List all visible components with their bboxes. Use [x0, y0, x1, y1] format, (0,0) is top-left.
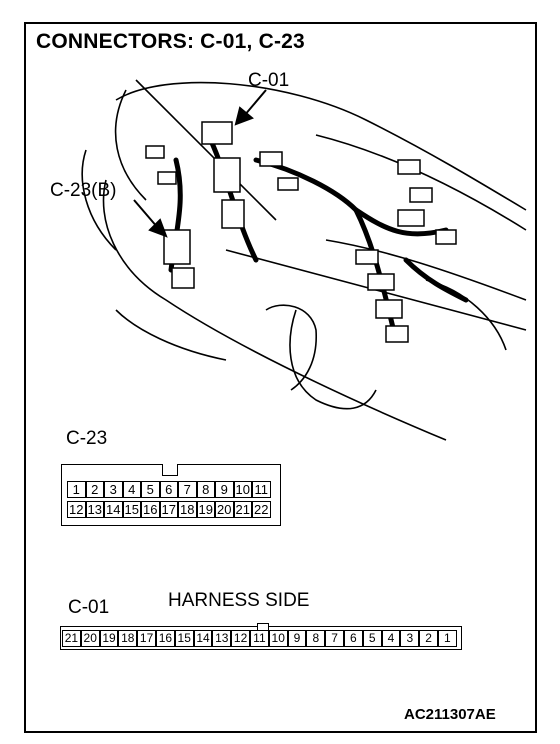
- c01-pin: 21: [62, 630, 81, 647]
- c23-pin: 10: [233, 481, 252, 498]
- dashboard-outline: [115, 81, 527, 211]
- c01-pin: 19: [99, 630, 119, 647]
- c01-pin: 12: [231, 630, 250, 647]
- harness-illustration: [81, 79, 527, 441]
- harness-branch-far-right: [403, 257, 469, 303]
- c01-pin: 7: [325, 630, 344, 647]
- c23-pin: 18: [178, 501, 197, 518]
- diagram-frame: [24, 22, 537, 733]
- c23-pin: 6: [159, 481, 178, 498]
- c01-label: C-01: [68, 597, 110, 618]
- c23-pin: 20: [215, 501, 234, 518]
- callout-c01: C-01: [248, 70, 290, 91]
- diagonal-line: [135, 79, 277, 221]
- c01-pin: 4: [381, 630, 401, 647]
- c01-pin: 10: [268, 630, 288, 647]
- dash-right-lower: [325, 239, 527, 301]
- steering-arc: [114, 89, 147, 201]
- c01-pin: 2: [419, 630, 438, 647]
- lower-sweep: [115, 309, 227, 361]
- c23-pin: 15: [122, 501, 141, 518]
- c23-pin: 1: [67, 481, 86, 498]
- c23-pin: 11: [252, 481, 271, 498]
- c23-pin: 21: [233, 501, 252, 518]
- callout-c23b: C-23(B): [50, 180, 117, 201]
- shifter: [265, 304, 317, 391]
- c01-pin: 8: [306, 630, 326, 647]
- c23-pin: 5: [141, 481, 160, 498]
- c23-pin: 17: [159, 501, 178, 518]
- center-console: [289, 309, 377, 410]
- c01-pin: 3: [400, 630, 420, 647]
- c23-latch: [162, 464, 178, 476]
- c23-pin: 19: [196, 501, 215, 518]
- c01-pin: 15: [174, 630, 194, 647]
- c23-pin: 12: [67, 501, 86, 518]
- c01-pin: 17: [137, 630, 156, 647]
- c01-pin: 14: [193, 630, 213, 647]
- c01-pin: 16: [156, 630, 175, 647]
- c23-pin: 9: [215, 481, 234, 498]
- c23-pin: 22: [252, 501, 271, 518]
- c01-arrow-line: [243, 89, 267, 117]
- c23-label: C-23: [66, 428, 108, 449]
- c23-pin: 16: [141, 501, 160, 518]
- c23-pin: 14: [104, 501, 123, 518]
- c23-arrow-line: [133, 199, 159, 229]
- c23-pin: 3: [104, 481, 123, 498]
- c23-pin: 2: [85, 481, 104, 498]
- dashboard-lower-outline: [102, 179, 447, 441]
- page-title: CONNECTORS: C-01, C-23: [36, 30, 305, 53]
- c01-pin: 6: [344, 630, 363, 647]
- c01-pin: 1: [438, 630, 457, 647]
- c23-arrow-head: [148, 218, 168, 238]
- c23-pin: 13: [85, 501, 104, 518]
- c01-pin: 9: [287, 630, 307, 647]
- c01-pin: 5: [362, 630, 382, 647]
- figure-code: AC211307AE: [404, 706, 496, 723]
- c01-pin: 11: [250, 630, 269, 647]
- right-console: [425, 279, 507, 351]
- c01-arrow-head: [234, 106, 254, 126]
- c23-pin: 7: [178, 481, 197, 498]
- c01-pin: 13: [212, 630, 232, 647]
- c23-pin: 8: [196, 481, 215, 498]
- c23-pin: 4: [122, 481, 141, 498]
- c01-pin: 18: [118, 630, 138, 647]
- harness-side-label: HARNESS SIDE: [168, 590, 310, 611]
- c01-pin: 20: [80, 630, 100, 647]
- c01-latch: [257, 623, 269, 631]
- harness-main: [203, 127, 259, 263]
- panel-edge: [81, 149, 117, 251]
